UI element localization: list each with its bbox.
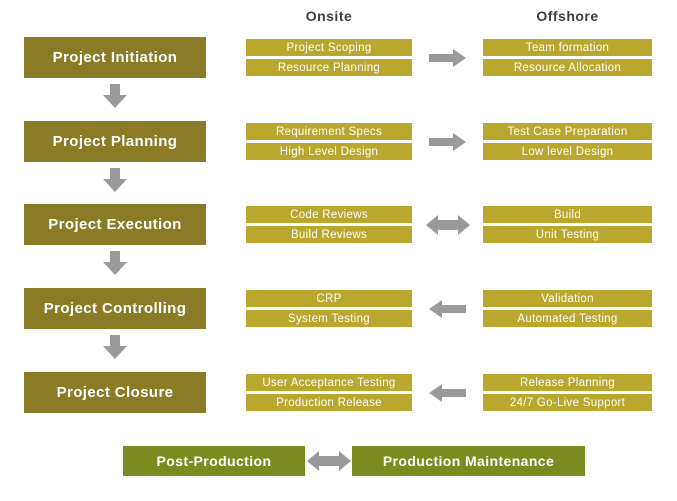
phase-row-planning: Project Planning Requirement Specs High … [0,121,677,162]
task-box: 24/7 Go-Live Support [483,394,652,411]
task-box: Low level Design [483,143,652,160]
phase-row-execution: Project Execution Code Reviews Build Rev… [0,204,677,245]
onsite-task-pair: User Acceptance Testing Production Relea… [246,374,412,411]
flow-arrow-icon [412,204,483,245]
phase-row-controlling: Project Controlling CRP System Testing V… [0,288,677,329]
task-box: CRP [246,290,412,307]
task-box: Release Planning [483,374,652,391]
onsite-task-pair: Code Reviews Build Reviews [246,206,412,243]
down-arrow-icon [102,335,128,359]
down-arrow-icon [102,84,128,108]
flow-arrow-icon [412,37,483,78]
flow-arrow-icon [412,372,483,413]
post-production-box: Post-Production [123,446,305,476]
offshore-task-pair: Build Unit Testing [483,206,652,243]
phase-box-execution: Project Execution [24,204,206,245]
task-box: Resource Planning [246,59,412,76]
offshore-task-pair: Validation Automated Testing [483,290,652,327]
task-box: Build [483,206,652,223]
task-box: Code Reviews [246,206,412,223]
phase-box-controlling: Project Controlling [24,288,206,329]
phase-row-closure: Project Closure User Acceptance Testing … [0,372,677,413]
flow-arrow-icon [412,121,483,162]
phase-row-initiation: Project Initiation Project Scoping Resou… [0,37,677,78]
offshore-column-header: Offshore [536,8,599,24]
task-box: Team formation [483,39,652,56]
offshore-task-pair: Test Case Preparation Low level Design [483,123,652,160]
down-arrow-icon [102,168,128,192]
task-box: Unit Testing [483,226,652,243]
task-box: Resource Allocation [483,59,652,76]
phase-box-closure: Project Closure [24,372,206,413]
task-box: High Level Design [246,143,412,160]
offshore-task-pair: Team formation Resource Allocation [483,39,652,76]
onsite-task-pair: Project Scoping Resource Planning [246,39,412,76]
flow-arrow-icon [412,288,483,329]
phase-box-planning: Project Planning [24,121,206,162]
production-maintenance-box: Production Maintenance [352,446,585,476]
task-box: User Acceptance Testing [246,374,412,391]
task-box: Project Scoping [246,39,412,56]
onsite-column-header: Onsite [305,8,353,24]
offshore-task-pair: Release Planning 24/7 Go-Live Support [483,374,652,411]
flow-arrow-icon [305,446,352,476]
onsite-task-pair: CRP System Testing [246,290,412,327]
task-box: Requirement Specs [246,123,412,140]
task-box: Validation [483,290,652,307]
task-box: Test Case Preparation [483,123,652,140]
phase-box-initiation: Project Initiation [24,37,206,78]
down-arrow-icon [102,251,128,275]
post-production-row: Post-Production Production Maintenance [0,446,677,476]
task-box: Automated Testing [483,310,652,327]
task-box: Build Reviews [246,226,412,243]
task-box: Production Release [246,394,412,411]
task-box: System Testing [246,310,412,327]
onsite-task-pair: Requirement Specs High Level Design [246,123,412,160]
